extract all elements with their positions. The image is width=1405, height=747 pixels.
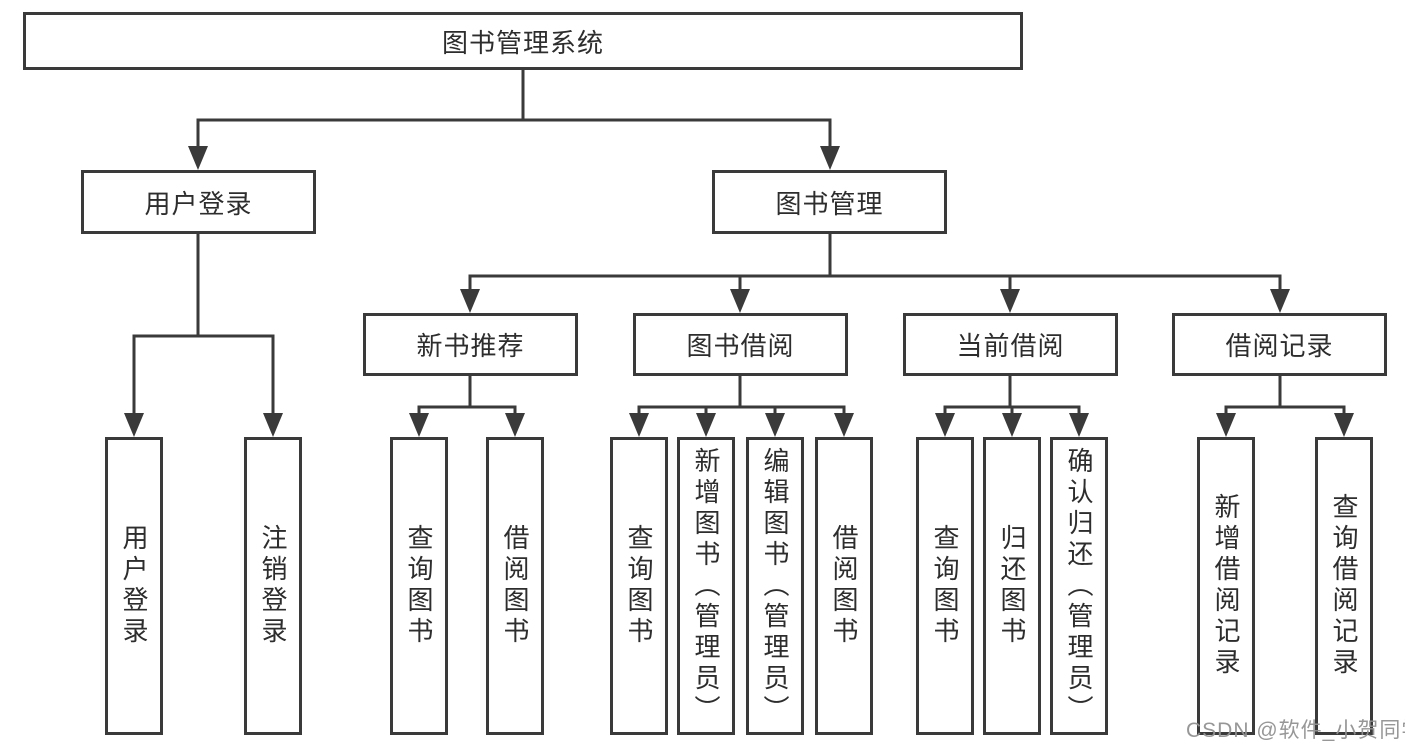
node-label: 注销登录: [258, 524, 288, 648]
leaf-borrow-book: 借阅图书: [815, 437, 873, 735]
leaf-query-borrow-record: 查询借阅记录: [1315, 437, 1373, 735]
leaf-logout: 注销登录: [244, 437, 302, 735]
node-user-login: 用户登录: [81, 170, 316, 234]
leaf-add-borrow-record: 新增借阅记录: [1197, 437, 1255, 735]
node-label: 图书管理系统: [441, 27, 604, 58]
leaf-user-login: 用户登录: [105, 437, 163, 735]
node-label: 图书管理: [775, 188, 884, 219]
node-book-borrow: 图书借阅: [633, 313, 848, 376]
node-label: 新增借阅记录: [1211, 493, 1241, 679]
node-label: 归还图书: [997, 524, 1027, 648]
node-label: 借阅图书: [500, 524, 530, 648]
leaf-edit-book-admin: 编辑图书（管理员）: [746, 437, 804, 735]
node-book-management: 图书管理: [712, 170, 947, 234]
node-library-system: 图书管理系统: [23, 12, 1023, 70]
leaf-current-query-book: 查询图书: [916, 437, 974, 735]
node-label: 新增图书（管理员）: [691, 446, 721, 726]
node-label: 用户登录: [144, 188, 253, 219]
node-label: 编辑图书（管理员）: [760, 446, 790, 726]
csdn-watermark: CSDN @软件_小贺同学: [1186, 719, 1405, 742]
node-borrow-records: 借阅记录: [1172, 313, 1387, 376]
node-label: 图书借阅: [686, 331, 795, 361]
leaf-add-book-admin: 新增图书（管理员）: [677, 437, 735, 735]
node-label: 查询借阅记录: [1329, 493, 1359, 679]
node-label: 借阅记录: [1225, 331, 1334, 361]
node-label: 用户登录: [119, 524, 149, 648]
leaf-confirm-return-admin: 确认归还（管理员）: [1050, 437, 1108, 735]
leaf-recommend-borrow-book: 借阅图书: [486, 437, 544, 735]
node-label: 查询图书: [930, 524, 960, 648]
leaf-return-book: 归还图书: [983, 437, 1041, 735]
arrowheads: [124, 146, 1354, 437]
node-label: 确认归还（管理员）: [1064, 446, 1094, 726]
node-label: 借阅图书: [829, 524, 859, 648]
node-label: 查询图书: [404, 524, 434, 648]
node-new-book-recommend: 新书推荐: [363, 313, 578, 376]
node-label: 新书推荐: [416, 331, 525, 361]
node-label: 当前借阅: [956, 331, 1065, 361]
node-label: 查询图书: [624, 524, 654, 648]
leaf-recommend-query-book: 查询图书: [390, 437, 448, 735]
leaf-borrow-query-book: 查询图书: [610, 437, 668, 735]
node-current-borrow: 当前借阅: [903, 313, 1118, 376]
